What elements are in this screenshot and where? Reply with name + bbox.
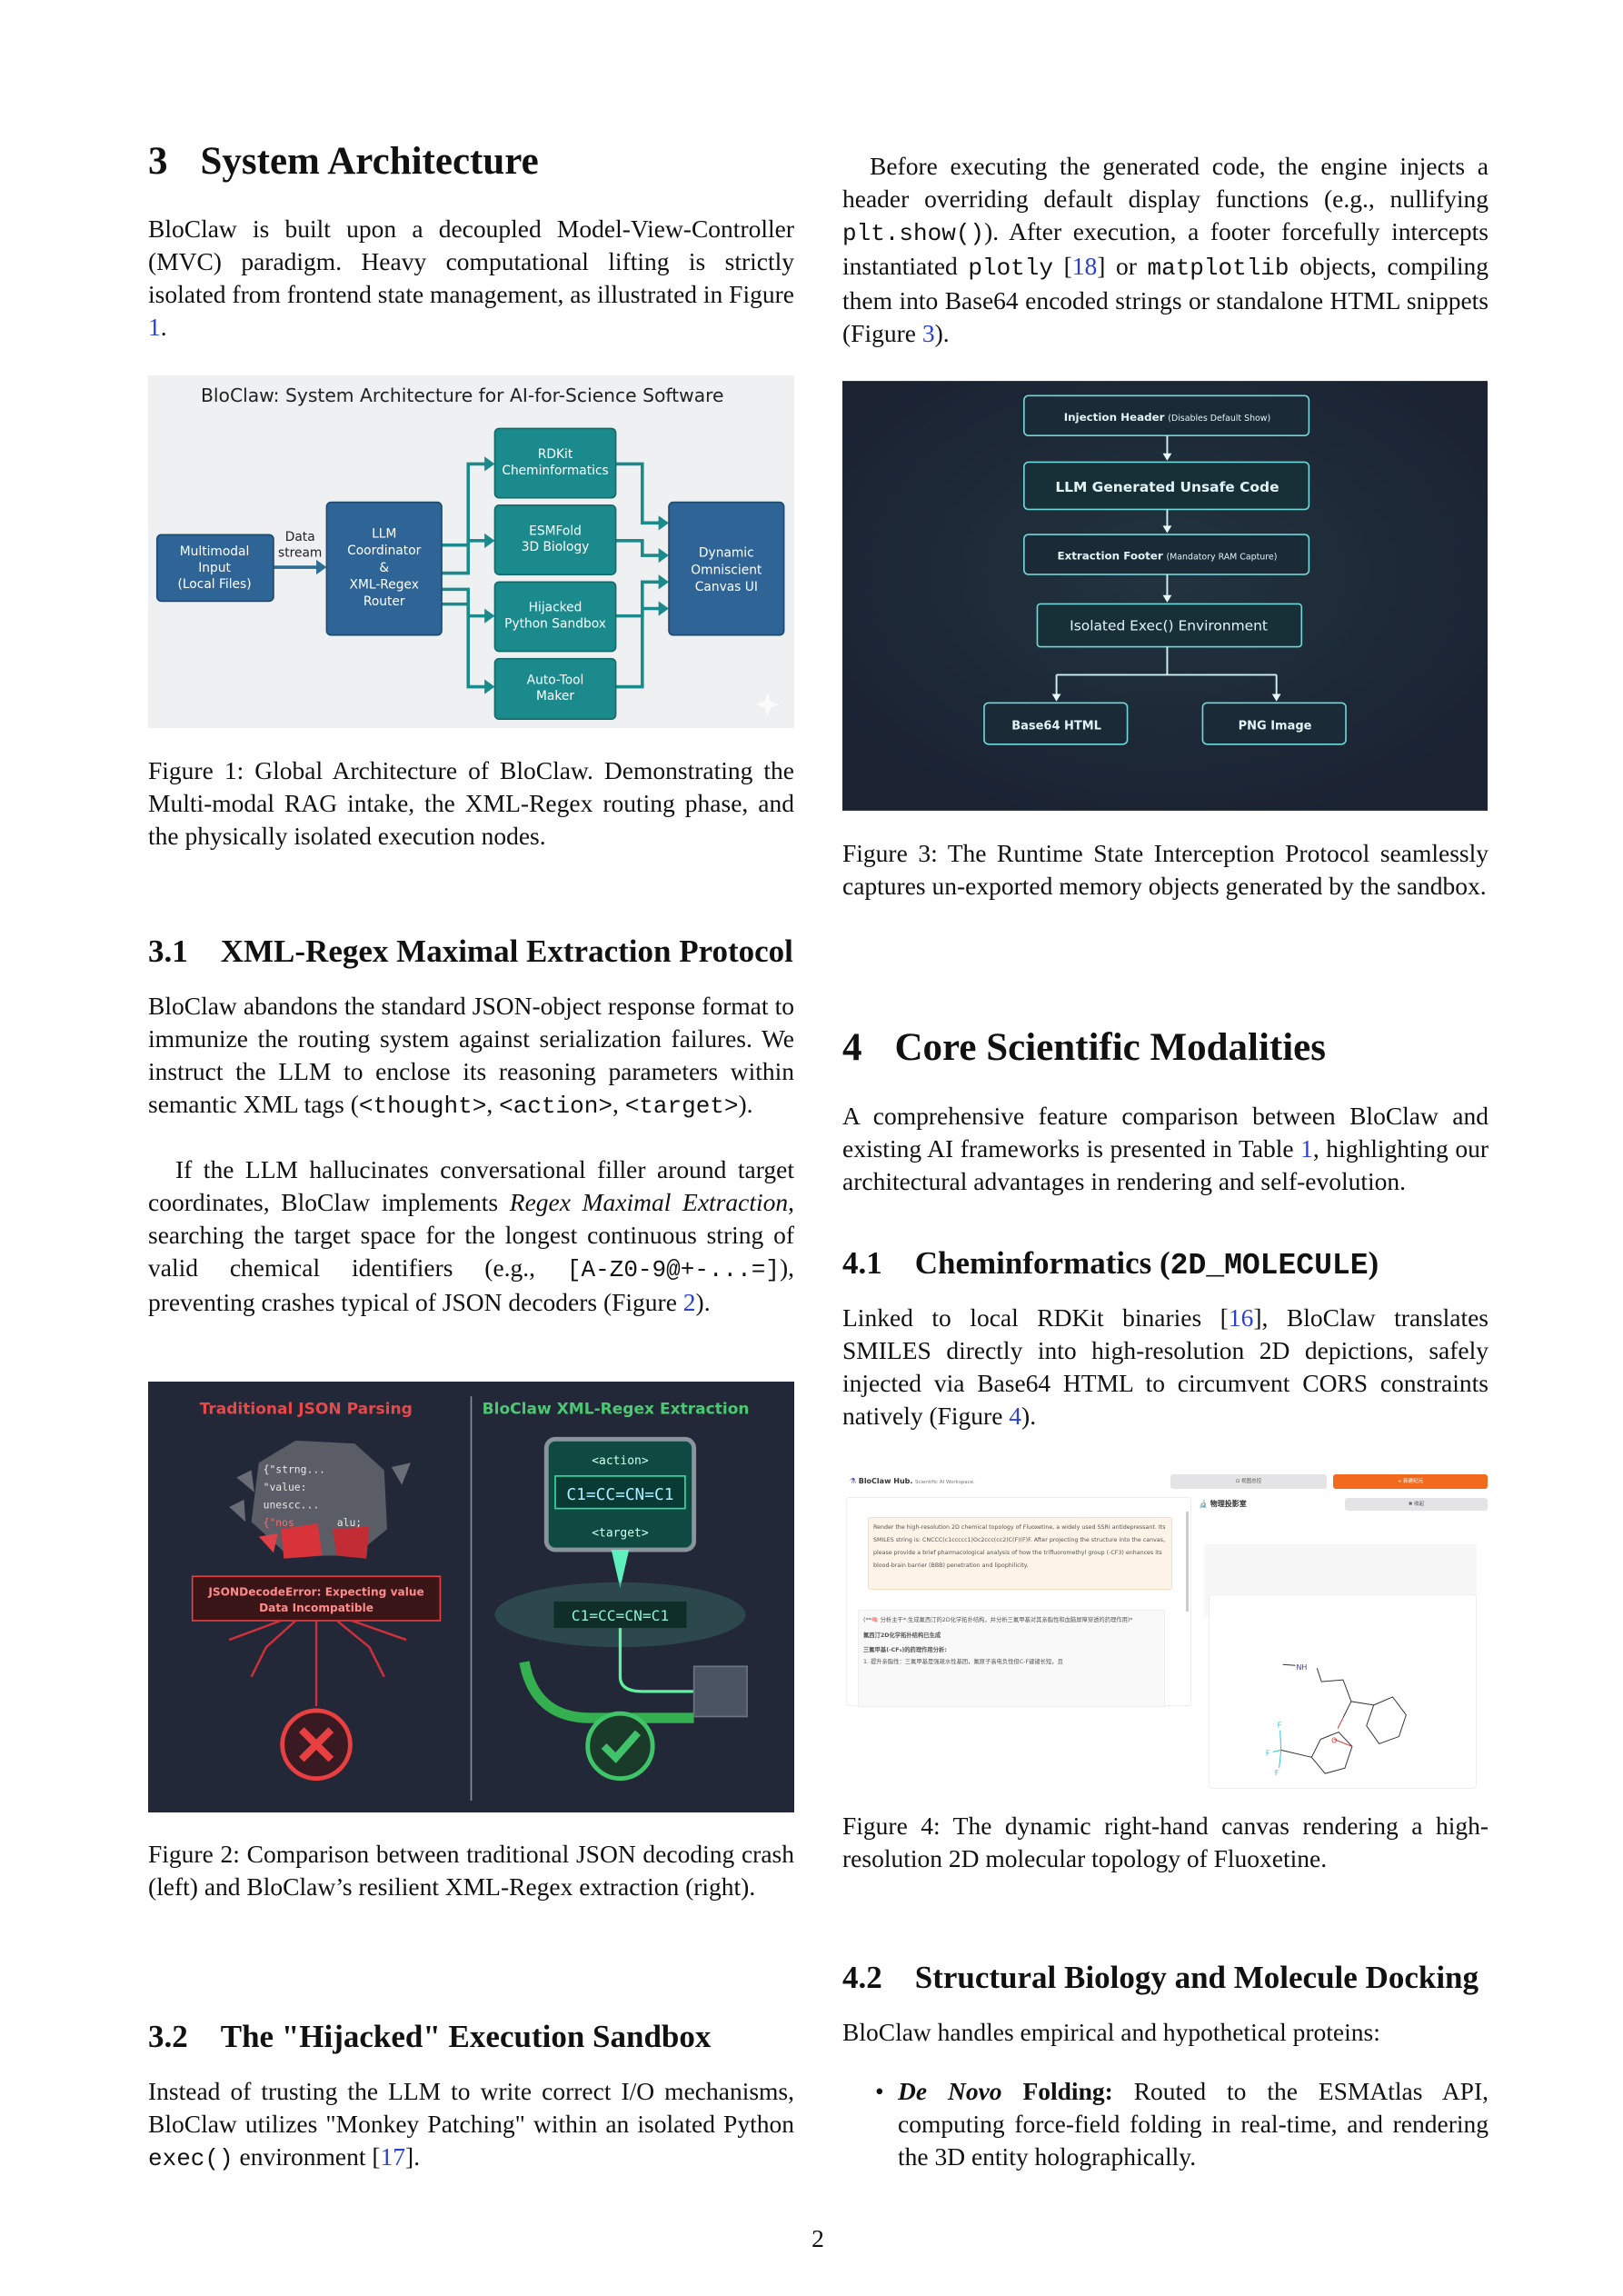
svg-text:{"strng...: {"strng... <box>264 1463 325 1476</box>
figure-ref-link[interactable]: 1 <box>148 313 161 341</box>
svg-text:Traditional JSON Parsing: Traditional JSON Parsing <box>200 1401 413 1419</box>
svg-text:<target>: <target> <box>592 1526 649 1540</box>
app-brand: ⚗ BloClaw Hub. Scientific AI Workspace. <box>850 1477 975 1485</box>
paragraph: BloClaw is built upon a decoupled Model-… <box>148 215 794 341</box>
svg-text:C1=CC=CN=C1: C1=CC=CN=C1 <box>572 1607 669 1624</box>
svg-text:Extraction Footer (Mandatory R: Extraction Footer (Mandatory RAM Capture… <box>1057 550 1277 563</box>
user-prompt: Render the high-resolution 2D chemical t… <box>868 1517 1172 1590</box>
svg-text:C1=CC=CN=C1: C1=CC=CN=C1 <box>566 1485 673 1504</box>
bullet-marker: • <box>875 2077 884 2105</box>
svg-text:LLM Generated Unsafe Code: LLM Generated Unsafe Code <box>1055 479 1279 495</box>
paragraph: Linked to local RDKit binaries [16], Blo… <box>842 1303 1489 1430</box>
diagram-title: BloClaw: System Architecture for AI-for-… <box>201 384 724 406</box>
output-box <box>983 702 1129 745</box>
paragraph: BloClaw handles empirical and hypothetic… <box>842 2018 1380 2046</box>
chat-panel: Render the high-resolution 2D chemical t… <box>846 1497 1191 1707</box>
svg-text:<action>: <action> <box>592 1454 649 1468</box>
svg-text:F: F <box>1275 1769 1279 1777</box>
citation-link[interactable]: 17 <box>380 2142 406 2171</box>
microscope-icon: 🔬 <box>1199 1500 1208 1508</box>
molecule-canvas: NH O F F F <box>1209 1594 1477 1789</box>
figure-ref-link[interactable]: 4 <box>1009 1402 1022 1430</box>
step-box <box>1036 603 1303 648</box>
sparkle-icon <box>755 693 780 716</box>
server-icon <box>692 1665 748 1718</box>
svg-text:alu;: alu; <box>337 1516 362 1529</box>
bullet-item: •De Novo Folding: Routed to the ESMAtlas… <box>875 2077 1489 2171</box>
success-check-icon <box>585 1711 655 1782</box>
paragraph: If the LLM hallucinates conversational f… <box>148 1155 794 1316</box>
figure-4-caption: Figure 4: The dynamic right-hand canvas … <box>842 1812 1489 1872</box>
paragraph: A comprehensive feature comparison betwe… <box>842 1102 1489 1195</box>
figure-4-app-screenshot: ⚗ BloClaw Hub. Scientific AI Workspace. … <box>842 1472 1488 1789</box>
canvas-panel-title: 🔬 物理投影室 <box>1199 1500 1247 1508</box>
svg-text:"value:: "value: <box>264 1481 307 1493</box>
svg-text:O: O <box>1331 1736 1337 1744</box>
citation-link[interactable]: 16 <box>1228 1303 1254 1332</box>
figure-2-comparison-illustration: Traditional JSON Parsing BloClaw XML-Reg… <box>148 1382 794 1812</box>
figure-3-caption: Figure 3: The Runtime State Interception… <box>842 839 1489 900</box>
svg-text:BloClaw XML-Regex Extraction: BloClaw XML-Regex Extraction <box>483 1401 750 1419</box>
svg-text:F: F <box>1278 1722 1282 1730</box>
svg-text:Base64 HTML: Base64 HTML <box>1011 720 1101 734</box>
paragraph: BloClaw abandons the standard JSON-objec… <box>148 992 794 1120</box>
paragraph: Before executing the generated code, the… <box>842 152 1489 347</box>
section-number: 3 <box>148 140 168 183</box>
paragraph: Instead of trusting the LLM to write cor… <box>148 2077 794 2172</box>
figure-ref-link[interactable]: 2 <box>682 1288 696 1316</box>
svg-text:F: F <box>1266 1749 1270 1757</box>
output-box <box>1201 702 1347 745</box>
view-control-button[interactable]: ⊡ 视图总控 <box>1170 1474 1327 1489</box>
shattered-json-icon: {"strng... "value: unescc... {"nos alu; <box>229 1440 411 1559</box>
page-number: 2 <box>812 2224 824 2252</box>
figure-1-caption: Figure 1: Global Architecture of BloClaw… <box>148 756 794 850</box>
svg-text:{"nos: {"nos <box>264 1516 294 1529</box>
collapse-button[interactable]: ✖ 收起 <box>1345 1498 1488 1511</box>
table-ref-link[interactable]: 1 <box>1300 1134 1313 1163</box>
svg-text:PNG Image: PNG Image <box>1239 720 1312 734</box>
section-title: System Architecture <box>200 140 539 183</box>
new-session-button[interactable]: + 新建纪元 <box>1333 1474 1488 1489</box>
figure-3-interception-flowchart: Injection Header (Disables Default Show)… <box>842 381 1488 811</box>
assistant-response: (**🧠 分析主干*:生成氟西汀的2D化学拓扑结构，并分析三氟甲基对其亲脂性和血… <box>858 1610 1165 1707</box>
svg-text:NH: NH <box>1296 1663 1307 1672</box>
svg-text:Isolated Exec() Environment: Isolated Exec() Environment <box>1070 618 1268 634</box>
section-3-heading: 3 System Architecture <box>148 139 539 185</box>
svg-text:Injection Header (Disables Def: Injection Header (Disables Default Show) <box>1064 411 1270 424</box>
fluoxetine-structure: NH O F F F <box>1266 1663 1407 1777</box>
step-box <box>1023 461 1310 511</box>
figure-ref-link[interactable]: 3 <box>921 319 935 347</box>
figure-2-caption: Figure 2: Comparison between traditional… <box>148 1840 794 1901</box>
xml-panel-icon: <action> C1=CC=CN=C1 <target> <box>543 1436 697 1552</box>
error-x-icon <box>280 1708 353 1782</box>
citation-link[interactable]: 18 <box>1071 252 1098 280</box>
scrollbar[interactable] <box>1186 1512 1189 1612</box>
figure-1-architecture-diagram: BloClaw: System Architecture for AI-for-… <box>148 375 794 728</box>
svg-text:unescc...: unescc... <box>264 1499 320 1512</box>
